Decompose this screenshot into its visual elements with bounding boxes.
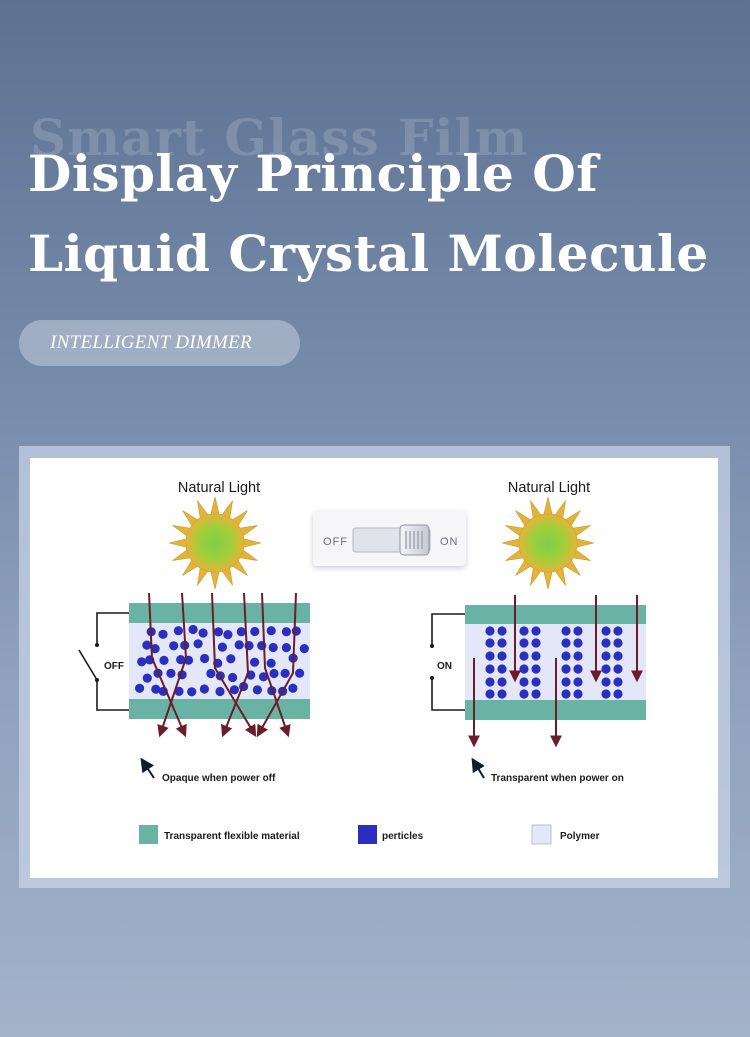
intelligent-dimmer-badge: INTELLIGENT DIMMER: [19, 320, 300, 366]
badge-label: INTELLIGENT DIMMER: [50, 332, 252, 353]
right-sun-icon: [501, 496, 595, 590]
legend-swatch-polymer: [531, 824, 552, 845]
diagram-panel: Natural Light Natural Light OFF ON: [30, 458, 718, 878]
right-natural-light-label: Natural Light: [508, 480, 590, 496]
left-caption: Opaque when power off: [162, 773, 276, 784]
left-bottom-film: [129, 699, 310, 719]
right-circuit: [431, 613, 465, 711]
legend-label-polymer: Polymer: [560, 831, 600, 842]
left-sun-icon: [168, 496, 262, 590]
title-line-1: Display Principle Of: [28, 144, 599, 203]
right-top-film: [465, 605, 646, 624]
right-caption: Transparent when power on: [491, 773, 624, 784]
switch-off-label: OFF: [323, 536, 348, 548]
left-top-film: [129, 603, 310, 623]
diagram-svg: Natural Light Natural Light OFF ON: [78, 480, 646, 845]
legend-swatch-film: [139, 825, 158, 844]
switch-knob: [399, 524, 430, 556]
legend-swatch-particles: [358, 825, 377, 844]
legend-label-particles: perticles: [382, 831, 424, 842]
switch-on-label: ON: [440, 536, 459, 548]
watermark-text: Smart Glass Film: [30, 108, 529, 167]
left-circuit: [78, 612, 129, 711]
left-natural-light-label: Natural Light: [178, 480, 260, 496]
title-line-2: Liquid Crystal Molecule: [28, 224, 709, 283]
page-title: Display Principle Of Liquid Crystal Mole…: [28, 134, 709, 294]
left-light-rays: [148, 592, 297, 738]
right-light-rays: [468, 595, 643, 748]
right-particles: [485, 626, 623, 699]
right-state-label: ON: [437, 661, 452, 672]
legend: Transparent flexible material perticles …: [139, 824, 600, 845]
legend-label-film: Transparent flexible material: [164, 831, 300, 842]
left-state-label: OFF: [104, 661, 124, 672]
